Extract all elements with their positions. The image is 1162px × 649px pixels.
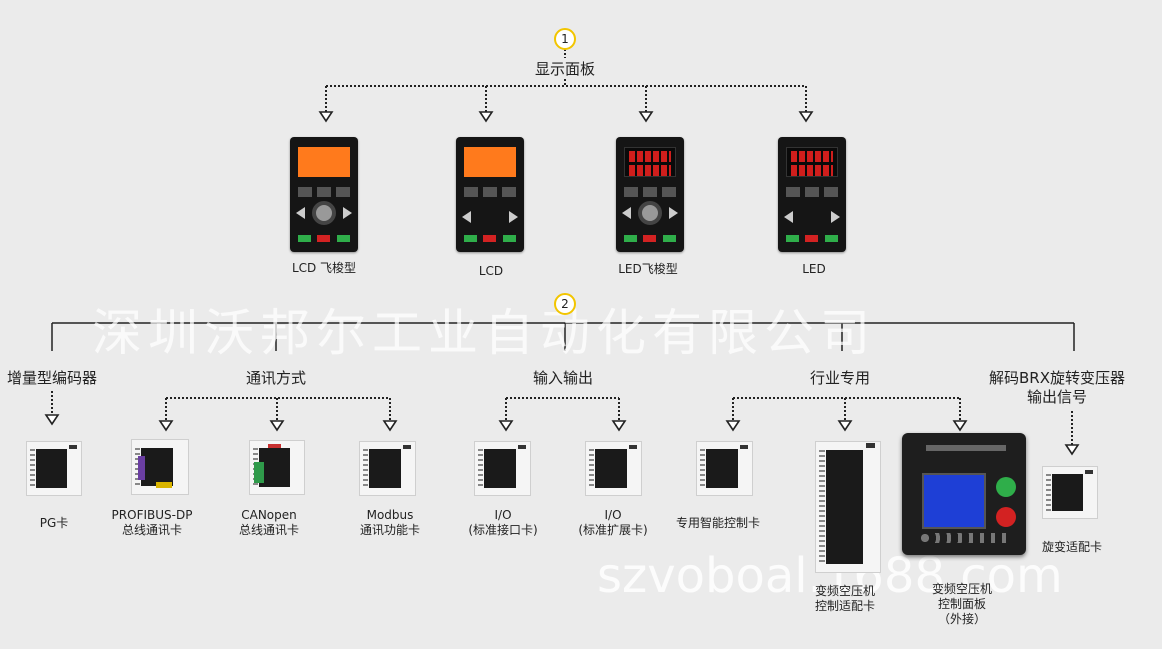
arrow-head (44, 414, 60, 426)
arrow-head (318, 111, 334, 123)
card-label-smart-control: 专用智能控制卡 (675, 516, 761, 530)
lcd-screen (464, 147, 516, 177)
compressor-control-panel-image (902, 433, 1026, 555)
panel-label-lcd-shuttle: LCD 飞梭型 (291, 261, 357, 275)
arrow-head (952, 420, 968, 432)
panel-label-led-shuttle: LED飞梭型 (618, 262, 678, 276)
category-incremental-encoder: 增量型编码器 (6, 369, 98, 387)
panel-label-led: LED (802, 262, 826, 276)
arrow-head (269, 420, 285, 432)
category-resolver-line-2: 输出信号 (1026, 388, 1087, 406)
canopen-card-image (249, 440, 305, 495)
arrow-head (638, 111, 654, 123)
arrow-head (725, 420, 741, 432)
profibus-card-image (131, 439, 189, 495)
category-industry: 行业专用 (809, 369, 871, 387)
card-label-resolver: 旋变适配卡 (1041, 540, 1103, 554)
category-resolver: 解码BRX旋转变压器 输出信号 (989, 369, 1125, 407)
card-label-compressor-adapter: 变频空压机控制适配卡 (814, 584, 876, 613)
category-io: 输入输出 (532, 369, 594, 387)
card-label-pg: PG卡 (39, 516, 69, 530)
card-label-compressor-panel: 变频空压机控制面板（外接） (931, 582, 993, 626)
arrow-head (498, 420, 514, 432)
category-resolver-line-1: 解码BRX旋转变压器 (989, 369, 1125, 387)
arrow-head (798, 111, 814, 123)
lcd-panel-image (456, 137, 524, 252)
lcd-screen (298, 147, 350, 177)
lcd-shuttle-panel-image (290, 137, 358, 252)
modbus-card-image (359, 441, 416, 496)
arrow-head (158, 420, 174, 432)
category-communication: 通讯方式 (245, 369, 307, 387)
compressor-adapter-card-image (815, 441, 881, 573)
led-screen (624, 147, 676, 177)
io-extension-card-image (585, 441, 642, 496)
led-panel-image (778, 137, 846, 252)
arrow-head (837, 420, 853, 432)
section1-title: 显示面板 (534, 60, 596, 78)
led-screen (786, 147, 838, 177)
arrow-head (478, 111, 494, 123)
resolver-adapter-card-image (1042, 466, 1098, 519)
io-standard-card-image (474, 441, 531, 496)
marker-1: 1 (554, 28, 576, 50)
arrow-head (1064, 444, 1080, 456)
card-label-io-standard: I/O(标准接口卡) (468, 508, 538, 537)
pg-card-image (26, 441, 82, 496)
card-label-io-extension: I/O(标准扩展卡) (578, 508, 648, 537)
arrow-head (611, 420, 627, 432)
panel-label-lcd: LCD (478, 264, 504, 278)
smart-control-card-image (696, 441, 753, 496)
marker-2: 2 (554, 293, 576, 315)
hmi-screen (922, 473, 986, 529)
arrow-head (382, 420, 398, 432)
led-shuttle-panel-image (616, 137, 684, 252)
